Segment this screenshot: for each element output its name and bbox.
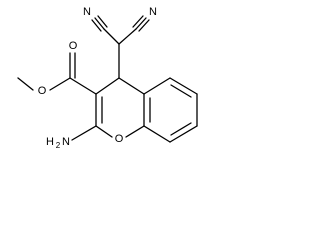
bond-c4-c4a: [118, 77, 145, 95]
bond-c8-c8a: [143, 125, 171, 143]
bond-c2-n-amino: [71, 125, 97, 141]
atom-o-carbonyl: O: [69, 40, 78, 52]
atom-n-right: N: [149, 6, 157, 18]
bond-o1-c8a: [125, 125, 145, 138]
bond-c7-c8: [169, 125, 198, 143]
atom-amino-subscript: 2: [56, 141, 61, 150]
bond-o-ester-methyl: [17, 77, 34, 91]
atom-o-ester: O: [38, 85, 47, 97]
atom-amino-h: H: [46, 136, 54, 148]
bond-c4-c3: [95, 77, 120, 95]
bond-triple-left-a: [94, 17, 105, 30]
bond-set: [17, 15, 198, 143]
bond-aromatic-c7-c8: [170, 122, 192, 136]
bond-c-ester-o-ester: [49, 77, 71, 91]
bond-ch-cn-right: [118, 28, 137, 45]
atom-n-left: N: [83, 6, 91, 18]
atom-amino-n: N: [62, 136, 70, 148]
bond-c2-o1: [95, 125, 113, 138]
bond-triple-right-b: [132, 15, 144, 28]
bond-c5-c6: [169, 77, 198, 95]
bond-aromatic-c5-c6: [170, 84, 192, 98]
bond-triple-left-b: [91, 19, 102, 32]
bond-ch-cn-left: [103, 28, 120, 45]
atom-o-ring: O: [115, 133, 124, 145]
bond-triple-left-c: [97, 15, 108, 28]
bond-triple-right-a: [135, 17, 147, 30]
chemical-structure-diagram: N N O O O H 2 N: [17, 6, 198, 150]
bond-c4a-c5: [143, 77, 171, 95]
bond-c3-c-ester: [69, 77, 97, 95]
bond-triple-right-c: [138, 19, 150, 32]
atom-labels: N N O O O H 2 N: [38, 6, 157, 150]
